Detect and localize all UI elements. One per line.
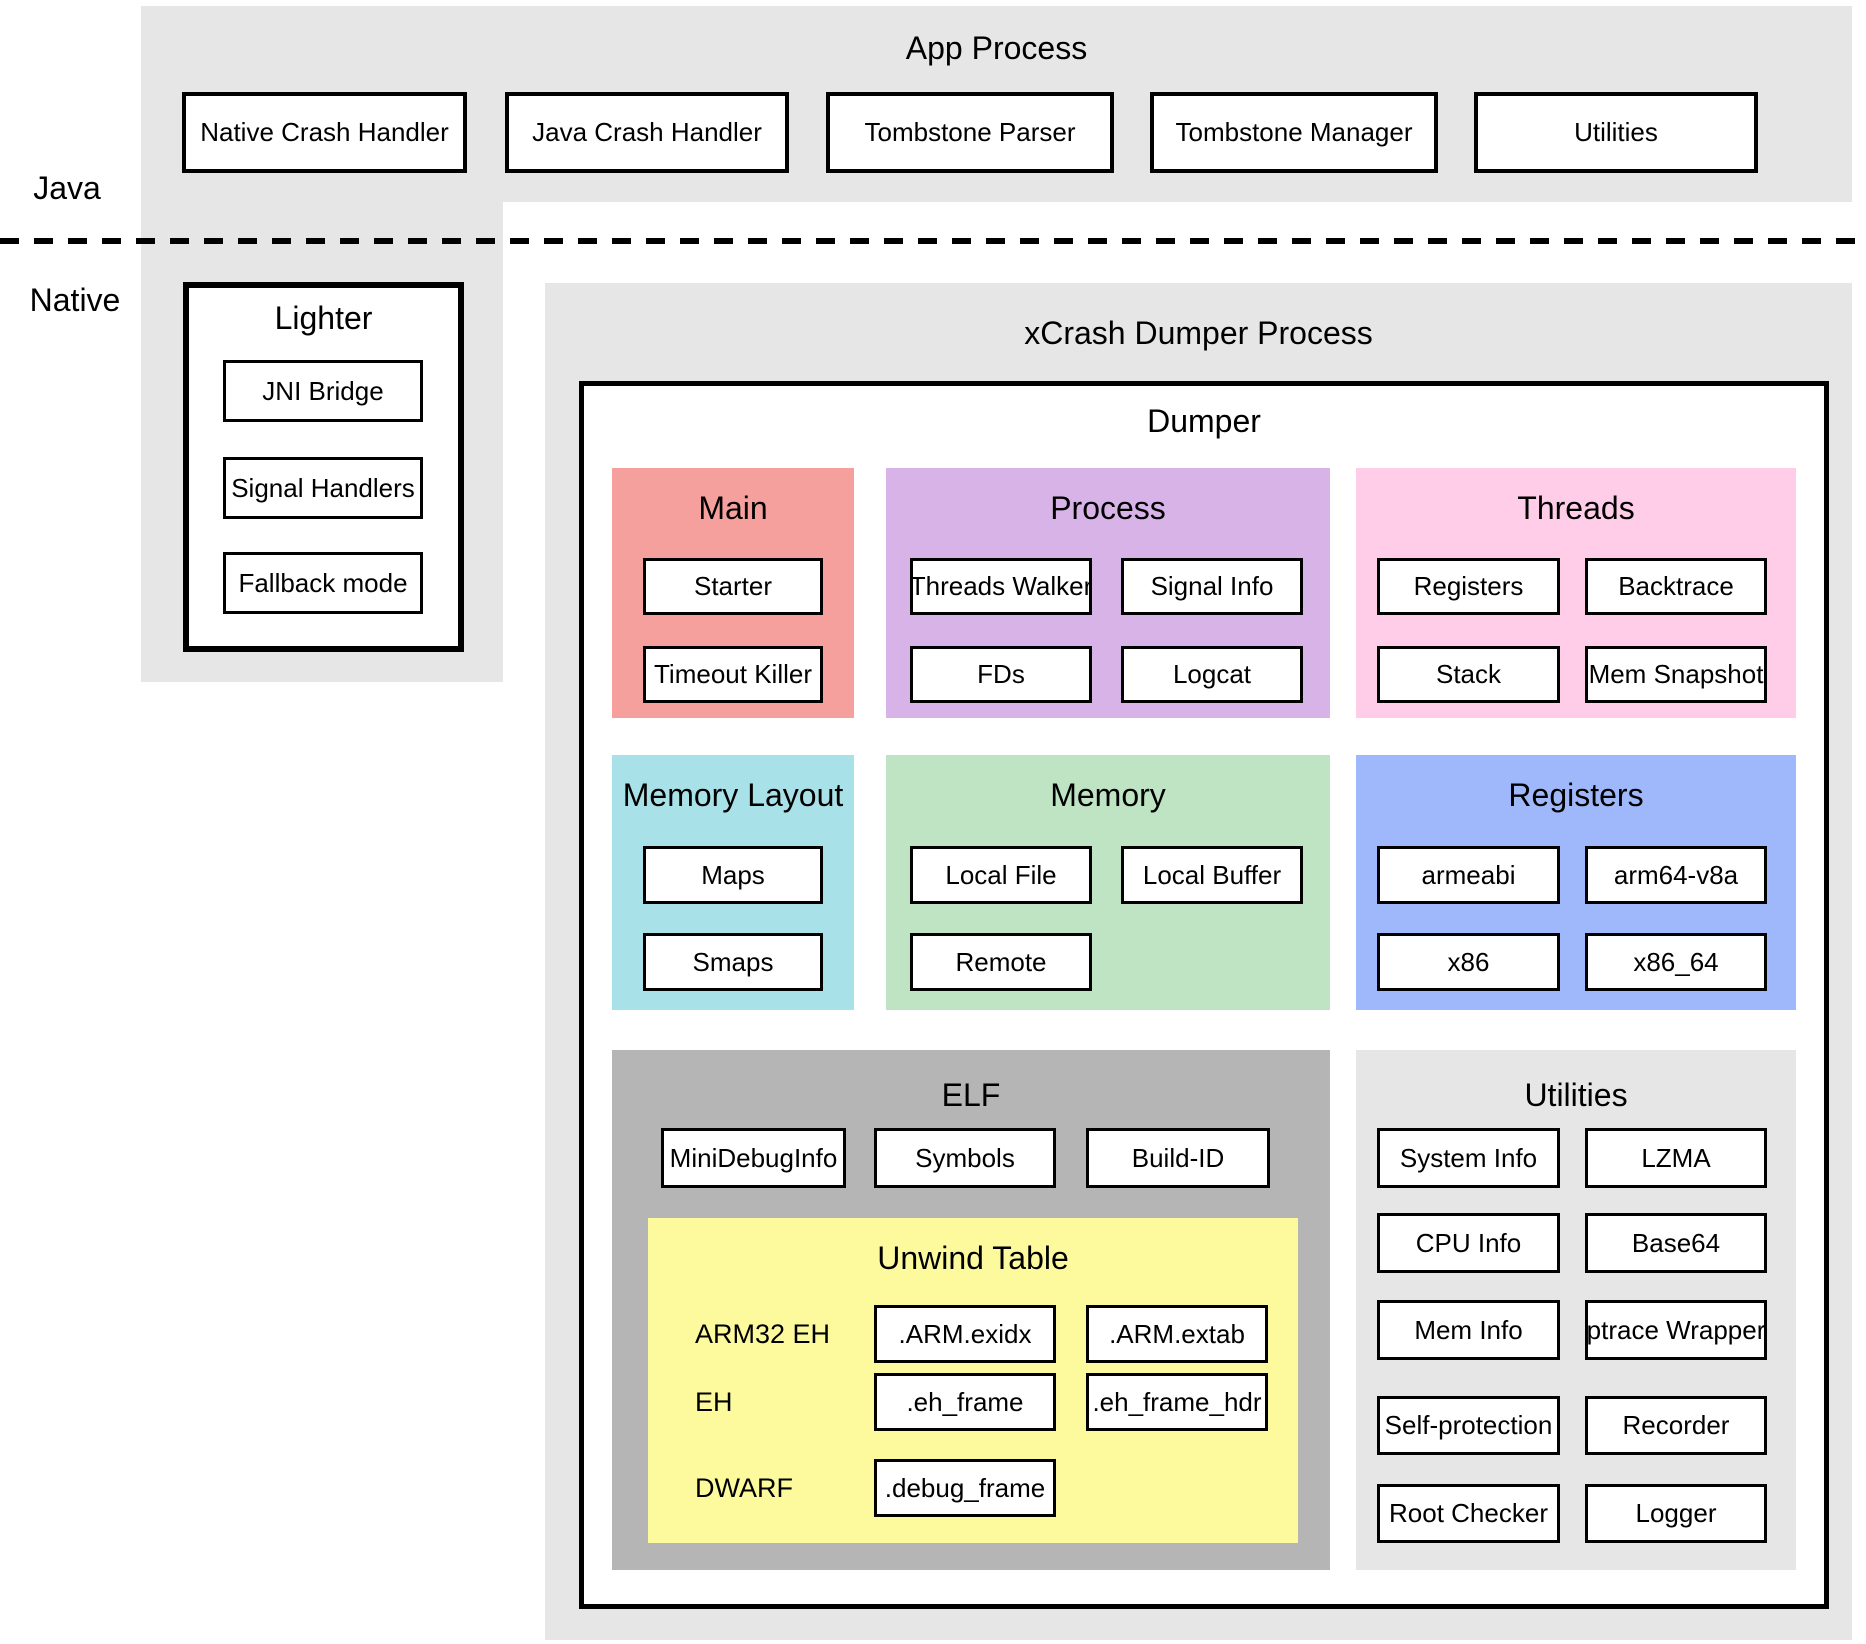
module-fallback-mode: Fallback mode <box>223 552 423 614</box>
module-build-id: Build-ID <box>1086 1128 1270 1188</box>
module-smaps: Smaps <box>643 933 823 991</box>
section-elf: ELF MiniDebugInfo Symbols Build-ID Unwin… <box>612 1050 1330 1570</box>
dumper-process-title: xCrash Dumper Process <box>1024 315 1373 351</box>
section-threads: Threads Registers Backtrace Stack Mem Sn… <box>1356 468 1796 718</box>
module-timeout-killer: Timeout Killer <box>643 646 823 703</box>
module-fds: FDs <box>910 646 1092 703</box>
module-thread-registers: Registers <box>1377 558 1560 615</box>
section-utilities-title: Utilities <box>1524 1077 1628 1113</box>
module-stack: Stack <box>1377 646 1560 703</box>
section-elf-title: ELF <box>941 1077 1001 1113</box>
module-logger: Logger <box>1585 1484 1767 1543</box>
section-memory-title: Memory <box>1050 777 1166 813</box>
module-x86: x86 <box>1377 933 1560 991</box>
section-threads-title: Threads <box>1517 490 1635 526</box>
java-native-divider <box>0 238 1866 244</box>
module-root-checker: Root Checker <box>1377 1484 1560 1543</box>
section-process: Process Threads Walker Signal Info FDs L… <box>886 468 1330 718</box>
module-local-file: Local File <box>910 846 1092 904</box>
module-eh-frame-hdr: .eh_frame_hdr <box>1086 1373 1268 1431</box>
lighter-title: Lighter <box>274 300 373 336</box>
module-self-protection: Self-protection <box>1377 1396 1560 1455</box>
module-remote: Remote <box>910 933 1092 991</box>
section-main: Main Starter Timeout Killer <box>612 468 854 718</box>
section-utilities: Utilities System Info LZMA CPU Info Base… <box>1356 1050 1796 1570</box>
module-signal-info: Signal Info <box>1121 558 1303 615</box>
module-minidebuginfo: MiniDebugInfo <box>661 1128 846 1188</box>
module-native-crash-handler: Native Crash Handler <box>182 92 467 173</box>
module-tombstone-manager: Tombstone Manager <box>1150 92 1438 173</box>
section-memory-layout: Memory Layout Maps Smaps <box>612 755 854 1010</box>
module-maps: Maps <box>643 846 823 904</box>
unwind-row-label-dwarf: DWARF <box>695 1472 793 1503</box>
module-system-info: System Info <box>1377 1128 1560 1188</box>
module-armeabi: armeabi <box>1377 846 1560 904</box>
module-arm64-v8a: arm64-v8a <box>1585 846 1767 904</box>
module-local-buffer: Local Buffer <box>1121 846 1303 904</box>
section-unwind-table: Unwind Table ARM32 EH .ARM.exidx .ARM.ex… <box>648 1218 1298 1543</box>
unwind-row-label-eh: EH <box>695 1386 733 1417</box>
module-x86-64: x86_64 <box>1585 933 1767 991</box>
lighter-frame: Lighter JNI Bridge Signal Handlers Fallb… <box>183 282 464 652</box>
module-mem-info: Mem Info <box>1377 1300 1560 1360</box>
module-backtrace: Backtrace <box>1585 558 1767 615</box>
section-memory-layout-title: Memory Layout <box>622 777 844 813</box>
module-signal-handlers: Signal Handlers <box>223 457 423 519</box>
module-logcat: Logcat <box>1121 646 1303 703</box>
module-mem-snapshot: Mem Snapshot <box>1585 646 1767 703</box>
app-process-band: App Process <box>141 6 1852 202</box>
module-jni-bridge: JNI Bridge <box>223 360 423 422</box>
section-registers: Registers armeabi arm64-v8a x86 x86_64 <box>1356 755 1796 1010</box>
module-threads-walker: Threads Walker <box>910 558 1092 615</box>
unwind-row-label-arm32-eh: ARM32 EH <box>695 1318 831 1349</box>
module-ptrace-wrapper: ptrace Wrapper <box>1585 1300 1767 1360</box>
module-tombstone-parser: Tombstone Parser <box>826 92 1114 173</box>
native-layer-label: Native <box>29 282 121 318</box>
section-registers-title: Registers <box>1508 777 1644 813</box>
section-process-title: Process <box>1050 490 1166 526</box>
module-lzma: LZMA <box>1585 1128 1767 1188</box>
module-starter: Starter <box>643 558 823 615</box>
app-process-title: App Process <box>905 30 1088 66</box>
module-cpu-info: CPU Info <box>1377 1213 1560 1273</box>
module-java-crash-handler: Java Crash Handler <box>505 92 789 173</box>
module-debug-frame: .debug_frame <box>874 1459 1056 1517</box>
module-arm-extab: .ARM.extab <box>1086 1305 1268 1363</box>
module-recorder: Recorder <box>1585 1396 1767 1455</box>
section-main-title: Main <box>698 490 768 526</box>
module-app-utilities: Utilities <box>1474 92 1758 173</box>
module-eh-frame: .eh_frame <box>874 1373 1056 1431</box>
java-layer-label: Java <box>33 170 101 206</box>
unwind-table-title: Unwind Table <box>877 1240 1069 1276</box>
module-arm-exidx: .ARM.exidx <box>874 1305 1056 1363</box>
section-memory: Memory Local File Local Buffer Remote <box>886 755 1330 1010</box>
module-base64: Base64 <box>1585 1213 1767 1273</box>
module-symbols: Symbols <box>874 1128 1056 1188</box>
dumper-title: Dumper <box>1147 403 1261 439</box>
